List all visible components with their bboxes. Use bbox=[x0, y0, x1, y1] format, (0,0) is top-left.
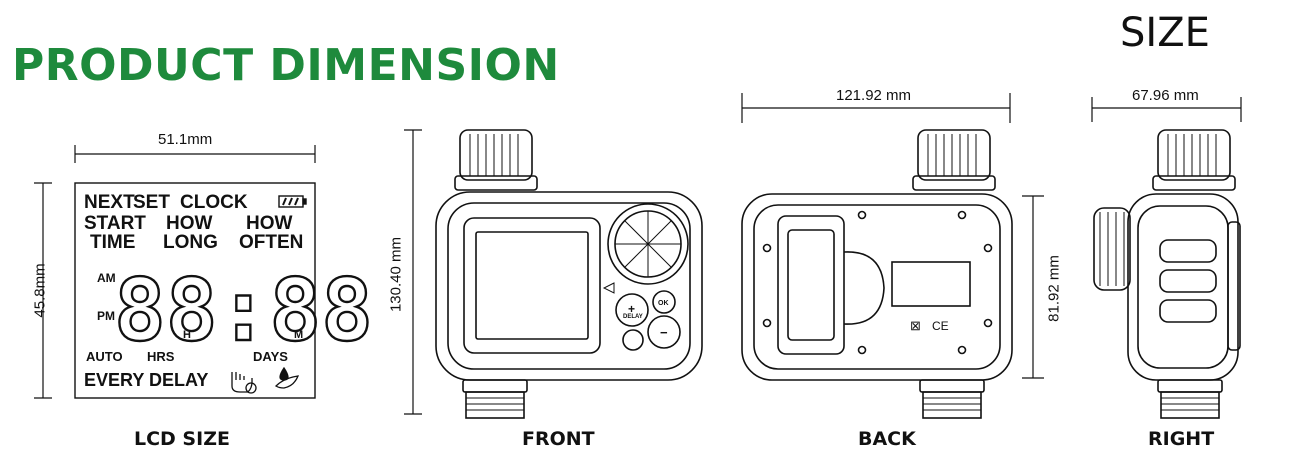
lcd-hrs: HRS bbox=[147, 349, 175, 364]
lcd-pm: PM bbox=[97, 309, 115, 323]
lcd-clock: CLOCK bbox=[180, 192, 248, 213]
lcd-am: AM bbox=[97, 271, 116, 285]
weee-mark: ⊠ bbox=[910, 318, 921, 333]
lcd-segments: NEXT SET CLOCK START HOW HOW TIME LONG O… bbox=[84, 192, 374, 390]
right-width-dimension bbox=[1091, 97, 1242, 122]
caption-lcd-size: LCD SIZE bbox=[134, 428, 230, 450]
caption-front: FRONT bbox=[522, 428, 595, 450]
lcd-long: LONG bbox=[163, 232, 218, 253]
back-width-label: 121.92 mm bbox=[836, 87, 912, 104]
back-height-dimension bbox=[1022, 195, 1044, 379]
front-minus-icon: − bbox=[660, 325, 668, 340]
lcd-how-1: HOW bbox=[166, 213, 213, 234]
front-height-label: 130.40 mm bbox=[387, 236, 405, 313]
lcd-next: NEXT bbox=[84, 192, 135, 213]
lcd-every-delay: EVERY DELAY bbox=[84, 370, 208, 390]
lcd-digits: 88:88 bbox=[114, 261, 373, 361]
lcd-width-label: 51.1mm bbox=[158, 131, 213, 148]
front-plus-icon: + bbox=[628, 302, 635, 316]
hand-manual-icon bbox=[231, 372, 257, 394]
caption-right: RIGHT bbox=[1148, 428, 1215, 450]
page-title: PRODUCT DIMENSION bbox=[12, 40, 560, 91]
lcd-how-2: HOW bbox=[246, 213, 293, 234]
back-view bbox=[741, 129, 1013, 419]
lcd-height-dimension bbox=[34, 182, 52, 399]
battery-icon bbox=[278, 195, 307, 208]
back-width-dimension bbox=[741, 93, 1011, 123]
front-view bbox=[435, 129, 703, 419]
lcd-height-label: 45.8mm bbox=[31, 263, 49, 318]
right-width-label: 67.96 mm bbox=[1132, 87, 1199, 104]
lcd-h: H bbox=[183, 329, 191, 341]
lcd-auto: AUTO bbox=[86, 349, 123, 364]
water-drop-icon bbox=[274, 366, 300, 389]
lcd-m: M bbox=[294, 329, 303, 341]
back-height-label: 81.92 mm bbox=[1045, 255, 1063, 322]
caption-back: BACK bbox=[858, 428, 916, 450]
lcd-width-dimension bbox=[74, 145, 316, 163]
lcd-frame bbox=[74, 182, 316, 399]
lcd-often: OFTEN bbox=[239, 232, 303, 253]
front-ok-label: OK bbox=[658, 300, 669, 307]
front-delay-label: DELAY bbox=[623, 314, 643, 320]
lcd-days: DAYS bbox=[253, 349, 288, 364]
size-label: SIZE bbox=[1120, 10, 1210, 56]
lcd-time: TIME bbox=[90, 232, 135, 253]
lcd-set: SET bbox=[133, 192, 170, 213]
front-height-dimension bbox=[404, 129, 422, 415]
lcd-start: START bbox=[84, 213, 146, 234]
right-view bbox=[1093, 129, 1241, 419]
ce-mark: CE bbox=[932, 319, 949, 333]
